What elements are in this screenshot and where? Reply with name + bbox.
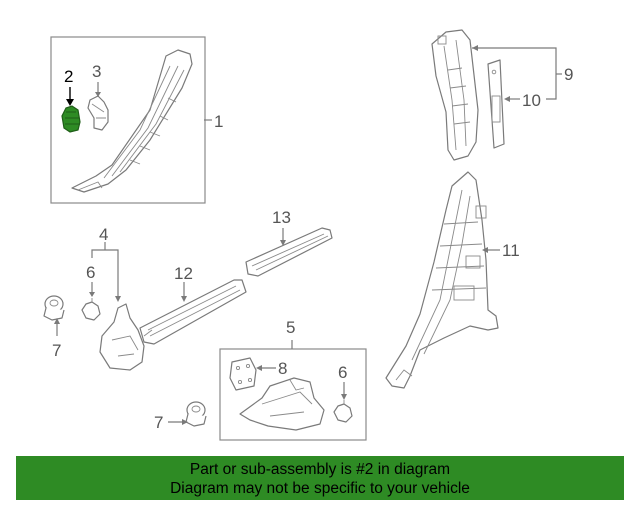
- part-9-upper-pillar-trim[interactable]: [431, 29, 479, 161]
- banner-line-2: Diagram may not be specific to your vehi…: [170, 480, 470, 497]
- callout-13: 13: [272, 208, 291, 227]
- part-4-kick-panel[interactable]: [99, 303, 145, 371]
- callout-6-right: 6: [338, 363, 347, 382]
- callout-11: 11: [502, 241, 520, 260]
- callout-4: 4: [99, 225, 108, 244]
- part-7-grommet-bottom[interactable]: [185, 401, 207, 427]
- callout-9: 9: [564, 65, 573, 84]
- parts-diagram: 1 2 3 4 6 7 12: [43, 29, 573, 441]
- info-banner: Part or sub-assembly is #2 in diagram Di…: [16, 456, 624, 500]
- part-7-grommet-left[interactable]: [43, 295, 65, 321]
- callout-10: 10: [522, 91, 541, 110]
- part-2-clip[interactable]: [61, 105, 81, 133]
- banner-line-1: Part or sub-assembly is #2 in diagram: [189, 461, 451, 478]
- part-11-lower-pillar-trim[interactable]: [385, 171, 499, 389]
- callout-6-left: 6: [86, 263, 95, 282]
- part-3-retainer[interactable]: [87, 95, 109, 131]
- part-13-rear-sill-plate[interactable]: [245, 227, 333, 277]
- part-12-sill-plate[interactable]: [139, 279, 247, 345]
- callout-8: 8: [278, 359, 287, 378]
- callout-7-left: 7: [52, 341, 61, 360]
- callout-2: 2: [64, 67, 73, 86]
- part-1-a-pillar-trim[interactable]: [71, 49, 193, 193]
- callout-7-bottom: 7: [154, 413, 163, 432]
- group-box-5: [219, 348, 367, 441]
- part-6-clip-right[interactable]: [333, 400, 353, 423]
- part-8-plate[interactable]: [229, 357, 257, 391]
- callout-12: 12: [174, 264, 193, 283]
- callout-5: 5: [286, 318, 295, 337]
- callout-1: 1: [214, 112, 223, 131]
- callout-3: 3: [92, 62, 101, 81]
- part-10-pillar-strip[interactable]: [487, 59, 505, 149]
- part-6-clip-left[interactable]: [81, 298, 101, 321]
- part-5-kick-panel[interactable]: [239, 377, 325, 431]
